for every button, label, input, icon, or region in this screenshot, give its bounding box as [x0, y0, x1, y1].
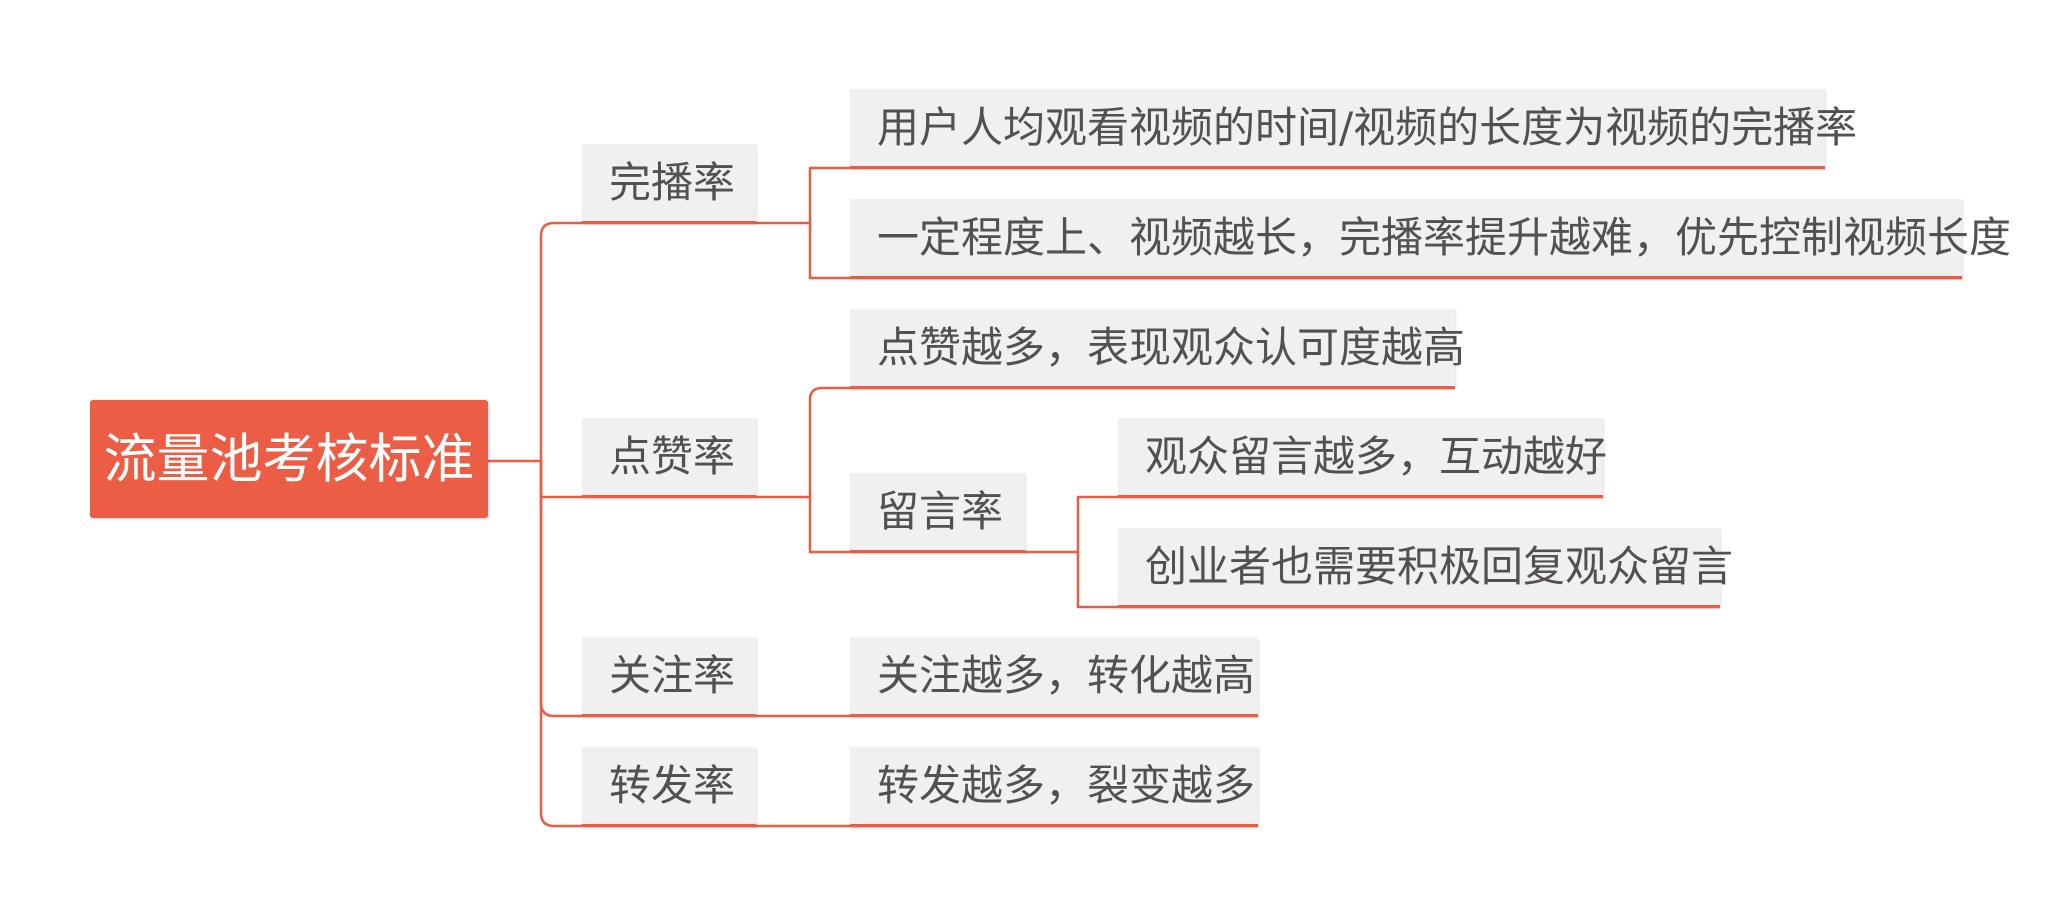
- topic-completion-rate-detail-2-label: 一定程度上、视频越长，完播率提升越难，优先控制视频长度: [877, 212, 2012, 262]
- connector-root-to-completion-rate: [539, 221, 756, 461]
- topic-like-rate[interactable]: 点赞率: [582, 418, 756, 498]
- topic-comment-rate-detail-2-label: 创业者也需要积极回复观众留言: [1145, 541, 1734, 591]
- topic-share-rate-detail[interactable]: 转发越多，裂变越多: [850, 747, 1258, 827]
- topic-comment-rate-detail-1-label: 观众留言越多，互动越好: [1145, 431, 1608, 481]
- topic-comment-rate[interactable]: 留言率: [850, 473, 1025, 553]
- topic-completion-rate[interactable]: 完播率: [582, 144, 756, 224]
- topic-completion-rate-detail-1-label: 用户人均观看视频的时间/视频的长度为视频的完播率: [877, 102, 1858, 152]
- root-topic-label: 流量池考核标准: [103, 428, 475, 490]
- topic-like-rate-label: 点赞率: [609, 431, 736, 481]
- topic-like-rate-detail[interactable]: 点赞越多，表现观众认可度越高: [850, 309, 1465, 389]
- topic-follow-rate[interactable]: 关注率: [582, 637, 756, 717]
- connector-like-rate-to-detail: [756, 386, 1455, 499]
- topic-follow-rate-detail[interactable]: 关注越多，转化越高: [850, 637, 1258, 717]
- topic-comment-rate-detail-2[interactable]: 创业者也需要积极回复观众留言: [1118, 528, 1733, 608]
- topic-like-rate-detail-label: 点赞越多，表现观众认可度越高: [877, 322, 1466, 372]
- topic-share-rate-label: 转发率: [609, 760, 736, 810]
- topic-follow-rate-label: 关注率: [609, 650, 736, 700]
- root-topic[interactable]: 流量池考核标准: [90, 400, 488, 518]
- topic-share-rate-detail-label: 转发越多，裂变越多: [877, 760, 1256, 810]
- topic-comment-rate-detail-1[interactable]: 观众留言越多，互动越好: [1118, 418, 1607, 498]
- connector-root-to-share-rate: [539, 461, 1258, 828]
- topic-completion-rate-detail-2[interactable]: 一定程度上、视频越长，完播率提升越难，优先控制视频长度: [850, 199, 2011, 279]
- topic-follow-rate-detail-label: 关注越多，转化越高: [877, 650, 1256, 700]
- topic-comment-rate-label: 留言率: [877, 486, 1004, 536]
- topic-completion-rate-detail-1[interactable]: 用户人均观看视频的时间/视频的长度为视频的完播率: [850, 89, 1857, 169]
- topic-completion-rate-label: 完播率: [609, 157, 736, 207]
- topic-share-rate[interactable]: 转发率: [582, 747, 756, 827]
